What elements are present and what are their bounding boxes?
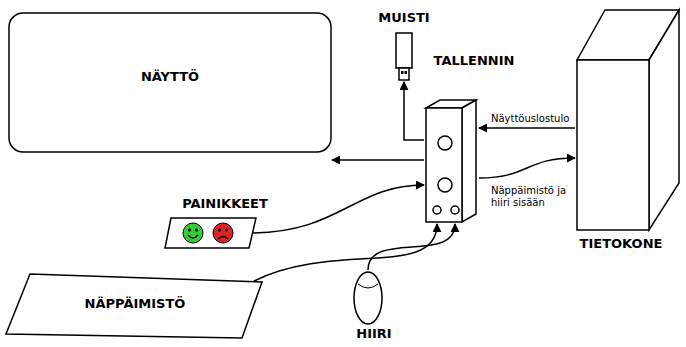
signal-label: Näppäimistö ja hiiri sisään	[490, 185, 576, 208]
node-label: TALLENNIN	[434, 54, 515, 68]
recorder-device: TALLENNIN	[424, 98, 479, 224]
computer-tower: TIETOKONE	[575, 8, 683, 232]
button-panel: PAINIKKEET	[163, 216, 258, 250]
connector-arrow	[479, 158, 575, 178]
button-panel-outline	[163, 216, 258, 250]
signal-label: Näyttöuslostulo	[490, 113, 574, 125]
node-label: MUISTI	[378, 11, 429, 25]
mouse: HIIRI	[352, 270, 384, 326]
computer-tower-outline	[575, 8, 683, 232]
node-label: PAINIKKEET	[182, 197, 268, 211]
connector-arrow	[254, 224, 437, 281]
usb-memory: MUISTI	[394, 32, 414, 82]
node-label: TIETOKONE	[580, 237, 663, 251]
node-label: NÄPPÄIMISTÖ	[85, 297, 186, 311]
connector-arrow	[404, 82, 424, 140]
connector-arrow	[250, 185, 424, 233]
node-label: HIIRI	[356, 327, 391, 341]
connector-arrow	[479, 127, 575, 129]
usb-memory-outline	[394, 32, 414, 82]
connector-arrow	[332, 159, 424, 161]
mouse-outline	[352, 270, 384, 326]
connector-arrow	[368, 224, 455, 270]
display: NÄYTTÖ	[8, 12, 332, 153]
keyboard: NÄPPÄIMISTÖ	[4, 270, 266, 340]
node-label: NÄYTTÖ	[141, 70, 199, 84]
recorder-device-outline	[424, 98, 479, 224]
